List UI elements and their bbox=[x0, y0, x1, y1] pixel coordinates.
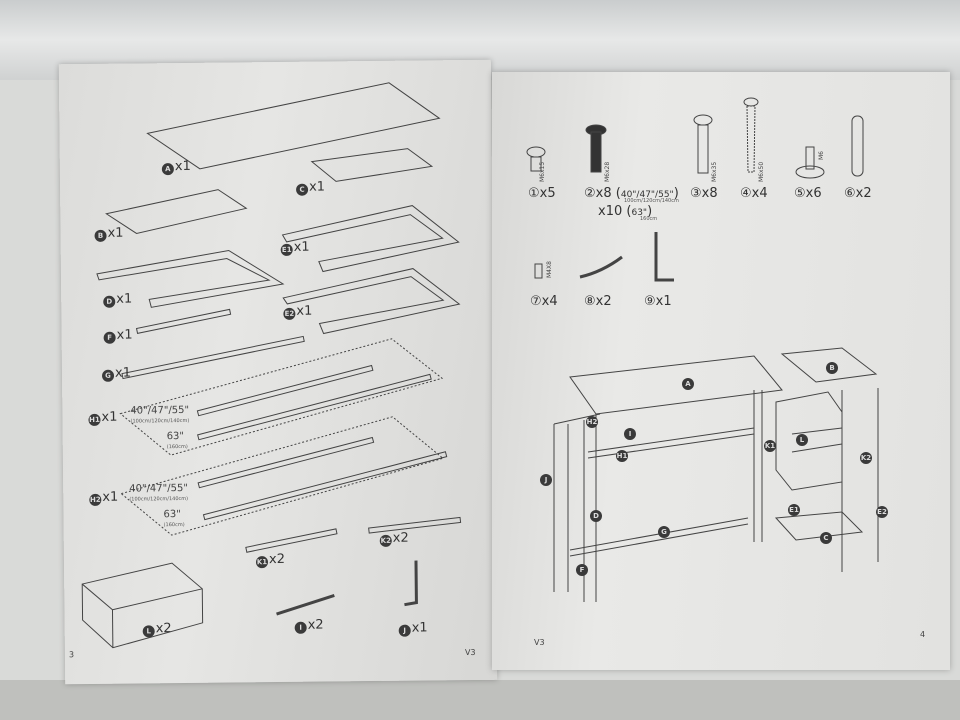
h1-size-short-cm: (100cm/120cm/140cm) bbox=[130, 417, 190, 425]
hardware-2-qty: ②x8 (40"/47"/55") bbox=[584, 186, 679, 201]
h2-size-short: 40"/47"/55" bbox=[129, 482, 188, 495]
part-label-h1: H1x1 bbox=[88, 409, 118, 426]
hardware-2-alt-qty: x10 (63") bbox=[598, 204, 653, 219]
part-label-h2: H2x1 bbox=[89, 489, 119, 506]
screw-2-size: M6x28 bbox=[604, 161, 611, 182]
floor bbox=[0, 680, 960, 720]
leveler-5-icon bbox=[795, 146, 825, 179]
part-e1-frame bbox=[281, 205, 460, 273]
hardware-2-long-cm: 160cm bbox=[640, 216, 658, 222]
version-label: V3 bbox=[534, 638, 545, 647]
screw-3-icon bbox=[693, 114, 713, 174]
assembled-desk-diagram bbox=[553, 347, 879, 602]
hardware-8-qty: ⑧x2 bbox=[584, 294, 612, 309]
screw-1-size: M6x15 bbox=[539, 161, 546, 182]
h1-size-long-cm: (160cm) bbox=[166, 443, 188, 451]
diagram-label-j: J bbox=[540, 470, 553, 486]
diagram-label-h1: H1 bbox=[616, 450, 628, 462]
screw-4-icon bbox=[743, 97, 759, 173]
screw-3-size: M6x35 bbox=[711, 161, 718, 182]
diagram-label-e2: E2 bbox=[876, 506, 888, 518]
part-g-bar bbox=[121, 335, 305, 380]
part-c-board bbox=[310, 148, 434, 182]
part-d-frame bbox=[96, 249, 285, 308]
diagram-label-i: I bbox=[624, 424, 637, 440]
screw-1-icon bbox=[526, 146, 546, 172]
screw-7-size: M4X8 bbox=[546, 261, 553, 278]
hardware-7-qty: ⑦x4 bbox=[530, 294, 558, 309]
screw-4-size: M6x50 bbox=[758, 161, 765, 182]
allen-key-9-icon bbox=[654, 232, 674, 282]
page-number: 3 bbox=[68, 650, 75, 660]
part-b-board bbox=[105, 189, 248, 235]
part-i-handle bbox=[276, 593, 335, 616]
leveler-5-size: M6 bbox=[818, 151, 825, 160]
dowel-6-icon bbox=[851, 115, 864, 177]
handle-8-icon bbox=[579, 255, 623, 279]
h2-size-short-cm: (100cm/120cm/140cm) bbox=[129, 495, 189, 503]
diagram-label-a: A bbox=[682, 374, 695, 390]
hardware-6-qty: ⑥x2 bbox=[844, 186, 872, 201]
diagram-label-g: G bbox=[658, 522, 671, 538]
diagram-label-f: F bbox=[576, 560, 589, 576]
part-k2-bar bbox=[368, 516, 462, 534]
part-a-desktop bbox=[146, 82, 441, 170]
part-e2-frame bbox=[282, 268, 461, 335]
hardware-3-qty: ③x8 bbox=[690, 186, 718, 201]
right-page-hardware-and-diagram: M6x15 M6x28 M6x35 M6x50 M6 M4X8 ①x5 ②x8 … bbox=[492, 72, 950, 670]
screw-2-icon bbox=[585, 124, 607, 173]
hardware-9-qty: ⑨x1 bbox=[644, 294, 672, 309]
hardware-5-qty: ⑤x6 bbox=[794, 186, 822, 201]
diagram-label-c: C bbox=[820, 528, 833, 544]
h1-size-short: 40"/47"/55" bbox=[130, 404, 190, 417]
hardware-4-qty: ④x4 bbox=[740, 186, 768, 201]
diagram-label-k1: K1 bbox=[764, 440, 776, 452]
version-label: V3 bbox=[464, 647, 476, 658]
h1-dashed-box bbox=[119, 338, 444, 456]
h1-size-long: 63" bbox=[166, 430, 185, 443]
part-f-bar bbox=[135, 308, 232, 334]
page-number: 4 bbox=[920, 630, 926, 639]
part-l-drawer bbox=[81, 562, 204, 649]
diagram-label-d: D bbox=[590, 506, 603, 522]
parts-drawings bbox=[81, 82, 462, 649]
diagram-label-e1: E1 bbox=[788, 504, 800, 516]
diagram-label-h2: H2 bbox=[586, 416, 598, 428]
diagram-label-k2: K2 bbox=[860, 452, 872, 464]
diagram-label-b: B bbox=[826, 358, 839, 374]
h2-size-long-cm: (160cm) bbox=[163, 521, 185, 529]
part-k1-bar bbox=[245, 528, 338, 553]
hardware-and-assembly-drawings bbox=[526, 97, 879, 602]
hardware-2-size-cm: 100cm/120cm/140cm bbox=[624, 198, 679, 204]
part-j-wrench bbox=[404, 560, 418, 607]
screw-7-icon bbox=[534, 263, 543, 279]
h2-size-long: 63" bbox=[163, 509, 181, 521]
diagram-label-l: L bbox=[796, 430, 809, 446]
hardware-1-qty: ①x5 bbox=[528, 186, 556, 201]
